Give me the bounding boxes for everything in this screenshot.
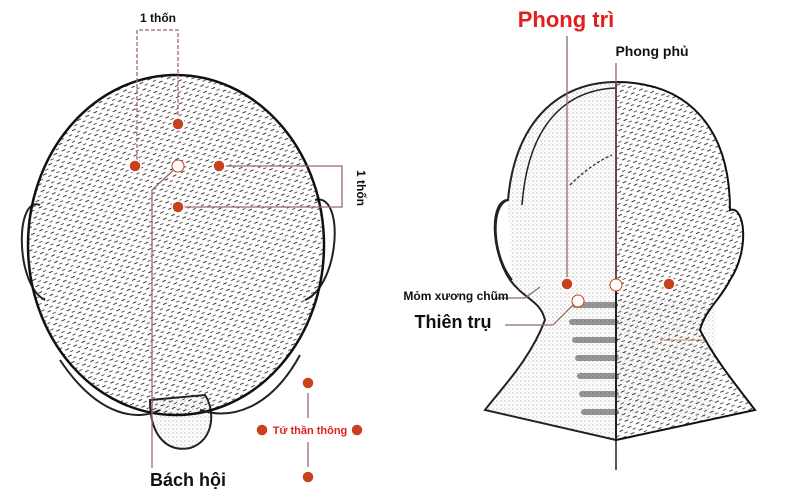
right-leaders (495, 36, 617, 326)
ear-left (494, 199, 513, 281)
phong-tri-label: Phong trì (518, 7, 615, 32)
left-head-drawing (20, 73, 336, 450)
acupoint (662, 277, 676, 291)
right-head-drawing (483, 80, 757, 470)
acupoint (212, 159, 226, 173)
acupoint (128, 159, 142, 173)
bach-hoi-label: Bách hội (150, 470, 226, 490)
suture (569, 154, 613, 186)
acupoint-thien-tru (571, 294, 585, 308)
acupoint (301, 376, 315, 390)
acupoint (171, 117, 185, 131)
left-acupoints (128, 117, 226, 214)
right-acupoints (560, 277, 676, 308)
acupoint (350, 423, 364, 437)
acupoint (301, 470, 315, 484)
tu-than-thong-label: Tứ thần thông (273, 425, 348, 437)
scalp (26, 73, 326, 417)
phong-phu-label: Phong phủ (615, 43, 688, 59)
spine (569, 302, 619, 415)
acupoint-phong-tri (560, 277, 574, 291)
skull-outline (521, 87, 617, 206)
acupoint (171, 200, 185, 214)
measure-side-label: 1 thốn (354, 170, 368, 206)
tu-than-thong-legend: Tứ thần thông (255, 376, 364, 484)
acupoint (255, 423, 269, 437)
thien-tru-label: Thiên trụ (415, 312, 492, 332)
skull-side (483, 80, 617, 442)
neck-dotted (616, 300, 716, 420)
mom-xuong-chum-label: Mỏm xương chũm (403, 289, 508, 303)
measure-brackets (136, 29, 343, 468)
acupoint-bach-hoi (171, 159, 185, 173)
measure-top-label: 1 thốn (140, 11, 176, 25)
bach-hoi-leader (151, 165, 179, 468)
acupoint-phong-phu (609, 278, 623, 292)
